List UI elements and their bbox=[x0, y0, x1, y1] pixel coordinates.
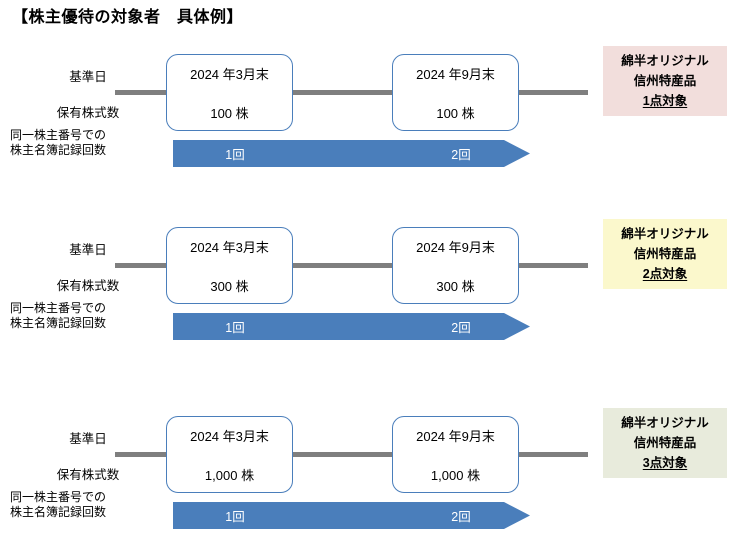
milestone-shares: 300 株 bbox=[436, 279, 475, 294]
benefit-line-3: 3点対象 bbox=[642, 456, 688, 471]
label-record-date: 基準日 bbox=[69, 70, 107, 84]
label-record-count: 同一株主番号での 株主名簿記録回数 bbox=[10, 301, 158, 332]
shareholder-group-100: 基準日 保有株式数 同一株主番号での 株主名簿記録回数 2024 年3月末 10… bbox=[0, 44, 740, 169]
page-title: 【株主優待の対象者 具体例】 bbox=[12, 9, 244, 26]
benefit-box-1-item: 綿半オリジナル 信州特産品 1点対象 bbox=[603, 46, 727, 116]
benefit-box-2-items: 綿半オリジナル 信州特産品 2点対象 bbox=[603, 219, 727, 289]
label-record-count-line1: 同一株主番号での bbox=[10, 490, 107, 504]
label-record-count-line2: 株主名簿記録回数 bbox=[10, 505, 107, 520]
record-count-first: 1回 bbox=[225, 321, 245, 335]
benefit-box-3-items: 綿半オリジナル 信州特産品 3点対象 bbox=[603, 408, 727, 478]
label-shares-held: 保有株式数 bbox=[56, 106, 120, 120]
timeline-axis bbox=[115, 263, 588, 268]
record-count-arrow: 1回 2回 bbox=[173, 140, 530, 167]
shareholder-group-1000: 基準日 保有株式数 同一株主番号での 株主名簿記録回数 2024 年3月末 1,… bbox=[0, 406, 740, 531]
record-count-arrow: 1回 2回 bbox=[173, 502, 530, 529]
record-count-second: 2回 bbox=[451, 321, 471, 335]
label-record-count: 同一株主番号での 株主名簿記録回数 bbox=[10, 490, 158, 521]
label-record-count-line1: 同一株主番号での bbox=[10, 301, 107, 315]
timeline-axis bbox=[115, 90, 588, 95]
record-count-arrow: 1回 2回 bbox=[173, 313, 530, 340]
benefit-line-3: 1点対象 bbox=[642, 94, 688, 109]
label-record-count-line1: 同一株主番号での bbox=[10, 128, 107, 142]
label-record-date: 基準日 bbox=[69, 243, 107, 257]
record-count-first: 1回 bbox=[225, 510, 245, 524]
benefit-line-2: 信州特産品 bbox=[633, 246, 697, 261]
label-record-count-line2: 株主名簿記録回数 bbox=[10, 316, 107, 331]
record-count-second: 2回 bbox=[451, 148, 471, 162]
label-record-count: 同一株主番号での 株主名簿記録回数 bbox=[10, 128, 158, 159]
milestone-box-september: 2024 年9月末 100 株 bbox=[392, 54, 519, 131]
benefit-line-1: 綿半オリジナル bbox=[621, 226, 709, 241]
label-shares-held: 保有株式数 bbox=[56, 468, 120, 482]
milestone-box-september: 2024 年9月末 300 株 bbox=[392, 227, 519, 304]
benefit-line-3: 2点対象 bbox=[642, 267, 688, 282]
milestone-date: 2024 年3月末 bbox=[190, 429, 269, 444]
milestone-shares: 1,000 株 bbox=[430, 468, 481, 483]
milestone-box-september: 2024 年9月末 1,000 株 bbox=[392, 416, 519, 493]
milestone-box-march: 2024 年3月末 100 株 bbox=[166, 54, 293, 131]
milestone-date: 2024 年9月末 bbox=[416, 240, 495, 255]
milestone-box-march: 2024 年3月末 300 株 bbox=[166, 227, 293, 304]
milestone-date: 2024 年3月末 bbox=[190, 240, 269, 255]
milestone-date: 2024 年3月末 bbox=[190, 67, 269, 82]
milestone-shares: 300 株 bbox=[210, 279, 249, 294]
label-record-date: 基準日 bbox=[69, 432, 107, 446]
milestone-shares: 100 株 bbox=[436, 106, 475, 121]
milestone-box-march: 2024 年3月末 1,000 株 bbox=[166, 416, 293, 493]
benefit-line-1: 綿半オリジナル bbox=[621, 53, 709, 68]
milestone-shares: 100 株 bbox=[210, 106, 249, 121]
milestone-date: 2024 年9月末 bbox=[416, 429, 495, 444]
benefit-line-1: 綿半オリジナル bbox=[621, 415, 709, 430]
label-record-count-line2: 株主名簿記録回数 bbox=[10, 143, 107, 158]
shareholder-group-300: 基準日 保有株式数 同一株主番号での 株主名簿記録回数 2024 年3月末 30… bbox=[0, 217, 740, 342]
label-shares-held: 保有株式数 bbox=[56, 279, 120, 293]
record-count-first: 1回 bbox=[225, 148, 245, 162]
benefit-line-2: 信州特産品 bbox=[633, 435, 697, 450]
milestone-date: 2024 年9月末 bbox=[416, 67, 495, 82]
milestone-shares: 1,000 株 bbox=[204, 468, 255, 483]
record-count-second: 2回 bbox=[451, 510, 471, 524]
benefit-line-2: 信州特産品 bbox=[633, 73, 697, 88]
timeline-axis bbox=[115, 452, 588, 457]
